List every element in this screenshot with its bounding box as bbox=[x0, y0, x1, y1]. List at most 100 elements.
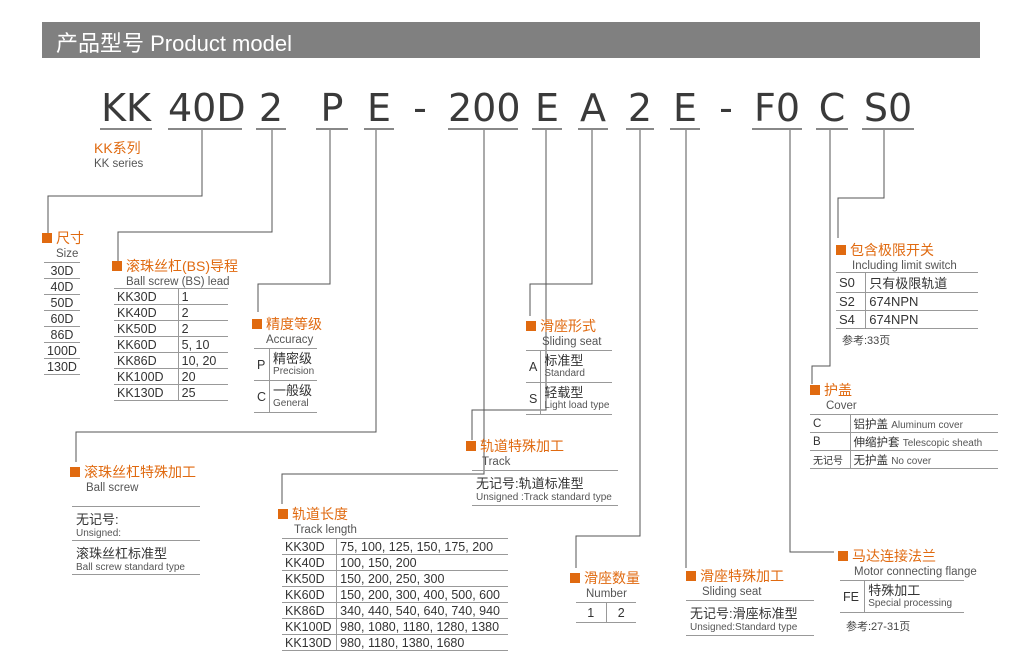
size-section: 尺寸 Size bbox=[42, 228, 84, 260]
accuracy-code: C bbox=[254, 380, 270, 413]
cover-code: 无记号 bbox=[810, 450, 850, 469]
cover-cn: 伸缩护套 bbox=[853, 436, 900, 449]
table-row: 40D bbox=[44, 278, 80, 295]
ball-screw-standard-cn: 滚珠丝杠标准型 bbox=[76, 546, 168, 561]
bullet-icon bbox=[466, 441, 476, 452]
model-cell: KK30D bbox=[282, 538, 337, 555]
flange-cn: 特殊加工 bbox=[868, 582, 921, 598]
connector-accuracy bbox=[257, 130, 331, 312]
underline bbox=[816, 128, 848, 130]
lead-cell: 1 bbox=[177, 288, 228, 305]
cover-cn: 铝护盖 bbox=[853, 418, 889, 431]
model-cell: KK30D bbox=[114, 288, 179, 305]
code-part-limit-switch: S0 bbox=[863, 86, 913, 130]
bullet-icon bbox=[42, 233, 52, 244]
seat-number-cell: 2 bbox=[605, 602, 636, 623]
track-unsigned-en: Unsigned :Track standard type bbox=[476, 492, 612, 503]
length-cell: 980, 1180, 1380, 1680 bbox=[336, 634, 508, 651]
size-cell: 60D bbox=[44, 310, 80, 327]
limit-switch-title: 包含极限开关 bbox=[850, 242, 934, 258]
accuracy-en: Precision bbox=[273, 365, 315, 377]
size-table: 30D 40D 50D 60D 86D 100D 130D bbox=[44, 262, 80, 375]
seat-type-title: 滑座形式 bbox=[540, 318, 596, 334]
code-part-size: 40D bbox=[168, 86, 246, 130]
underline bbox=[752, 128, 802, 130]
connector-size bbox=[47, 130, 203, 234]
seat-type-en: Light load type bbox=[544, 399, 610, 411]
model-cell: KK50D bbox=[114, 320, 179, 337]
size-cell: 30D bbox=[44, 262, 80, 279]
code-part-kk: KK bbox=[101, 86, 151, 130]
bullet-icon bbox=[252, 319, 262, 330]
bullet-icon bbox=[686, 571, 696, 582]
ball-screw-standard-en: Ball screw standard type bbox=[76, 562, 185, 573]
ball-screw-subtitle: Ball screw bbox=[86, 482, 139, 494]
seat-special-subtitle: Sliding seat bbox=[702, 586, 762, 598]
connector-cover bbox=[811, 130, 831, 384]
lead-subtitle: Ball screw (BS) lead bbox=[126, 276, 230, 288]
seat-type-code: S bbox=[526, 382, 541, 415]
underline bbox=[578, 128, 608, 130]
seat-special-unsigned-en: Unsigned:Standard type bbox=[690, 622, 798, 633]
cover-en: Aluminum cover bbox=[891, 419, 963, 431]
track-length-title: 轨道长度 bbox=[292, 506, 348, 522]
underline bbox=[532, 128, 562, 130]
lead-cell: 2 bbox=[177, 304, 228, 321]
lead-cell: 10, 20 bbox=[177, 352, 228, 369]
model-cell: KK86D bbox=[282, 602, 337, 619]
model-cell: KK50D bbox=[282, 570, 337, 587]
bullet-icon bbox=[838, 551, 848, 562]
track-section: 轨道特殊加工 Track bbox=[466, 436, 564, 468]
model-cell: KK40D bbox=[114, 304, 179, 321]
lead-cell: 25 bbox=[177, 384, 228, 401]
size-cell: 86D bbox=[44, 326, 80, 343]
seat-type-cn: 轻载型 bbox=[544, 384, 584, 400]
underline bbox=[364, 128, 394, 130]
seat-number-title: 滑座数量 bbox=[584, 570, 640, 586]
seat-special-box: 无记号:滑座标准型 Unsigned:Standard type bbox=[686, 600, 814, 636]
table-row: 86D bbox=[44, 326, 80, 343]
accuracy-subtitle: Accuracy bbox=[266, 334, 314, 346]
track-subtitle: Track bbox=[482, 456, 511, 468]
seat-type-cn: 标准型 bbox=[544, 352, 584, 368]
bullet-icon bbox=[526, 321, 536, 332]
code-part-track: E bbox=[534, 86, 559, 130]
length-cell: 150, 200, 250, 300 bbox=[336, 570, 508, 587]
ball-screw-box: 无记号: Unsigned: 滚珠丝杠标准型 Ball screw standa… bbox=[72, 506, 200, 575]
cover-title: 护盖 bbox=[824, 382, 852, 398]
limit-switch-section: 包含极限开关 Including limit switch bbox=[836, 240, 957, 272]
bullet-icon bbox=[70, 467, 80, 478]
seat-special-title: 滑座特殊加工 bbox=[700, 568, 784, 584]
table-row: 100D bbox=[44, 342, 80, 359]
underline bbox=[100, 128, 152, 130]
track-title: 轨道特殊加工 bbox=[480, 438, 564, 454]
table-row: 130D bbox=[44, 358, 80, 375]
kk-series-cn: KK系列 bbox=[94, 140, 141, 156]
track-length-subtitle: Track length bbox=[294, 524, 357, 536]
code-part-ball-screw: E bbox=[366, 86, 391, 130]
cover-section: 护盖 Cover bbox=[810, 380, 857, 412]
seat-type-en: Standard bbox=[544, 367, 585, 379]
underline bbox=[626, 128, 654, 130]
limit-switch-desc: 只有极限轨道 bbox=[865, 272, 978, 293]
code-part-cover: C bbox=[818, 86, 846, 130]
limit-switch-ref: 参考:33页 bbox=[842, 335, 891, 347]
page-title: 产品型号 Product model bbox=[56, 31, 292, 56]
underline bbox=[168, 128, 242, 130]
kk-series-en: KK series bbox=[94, 158, 144, 170]
